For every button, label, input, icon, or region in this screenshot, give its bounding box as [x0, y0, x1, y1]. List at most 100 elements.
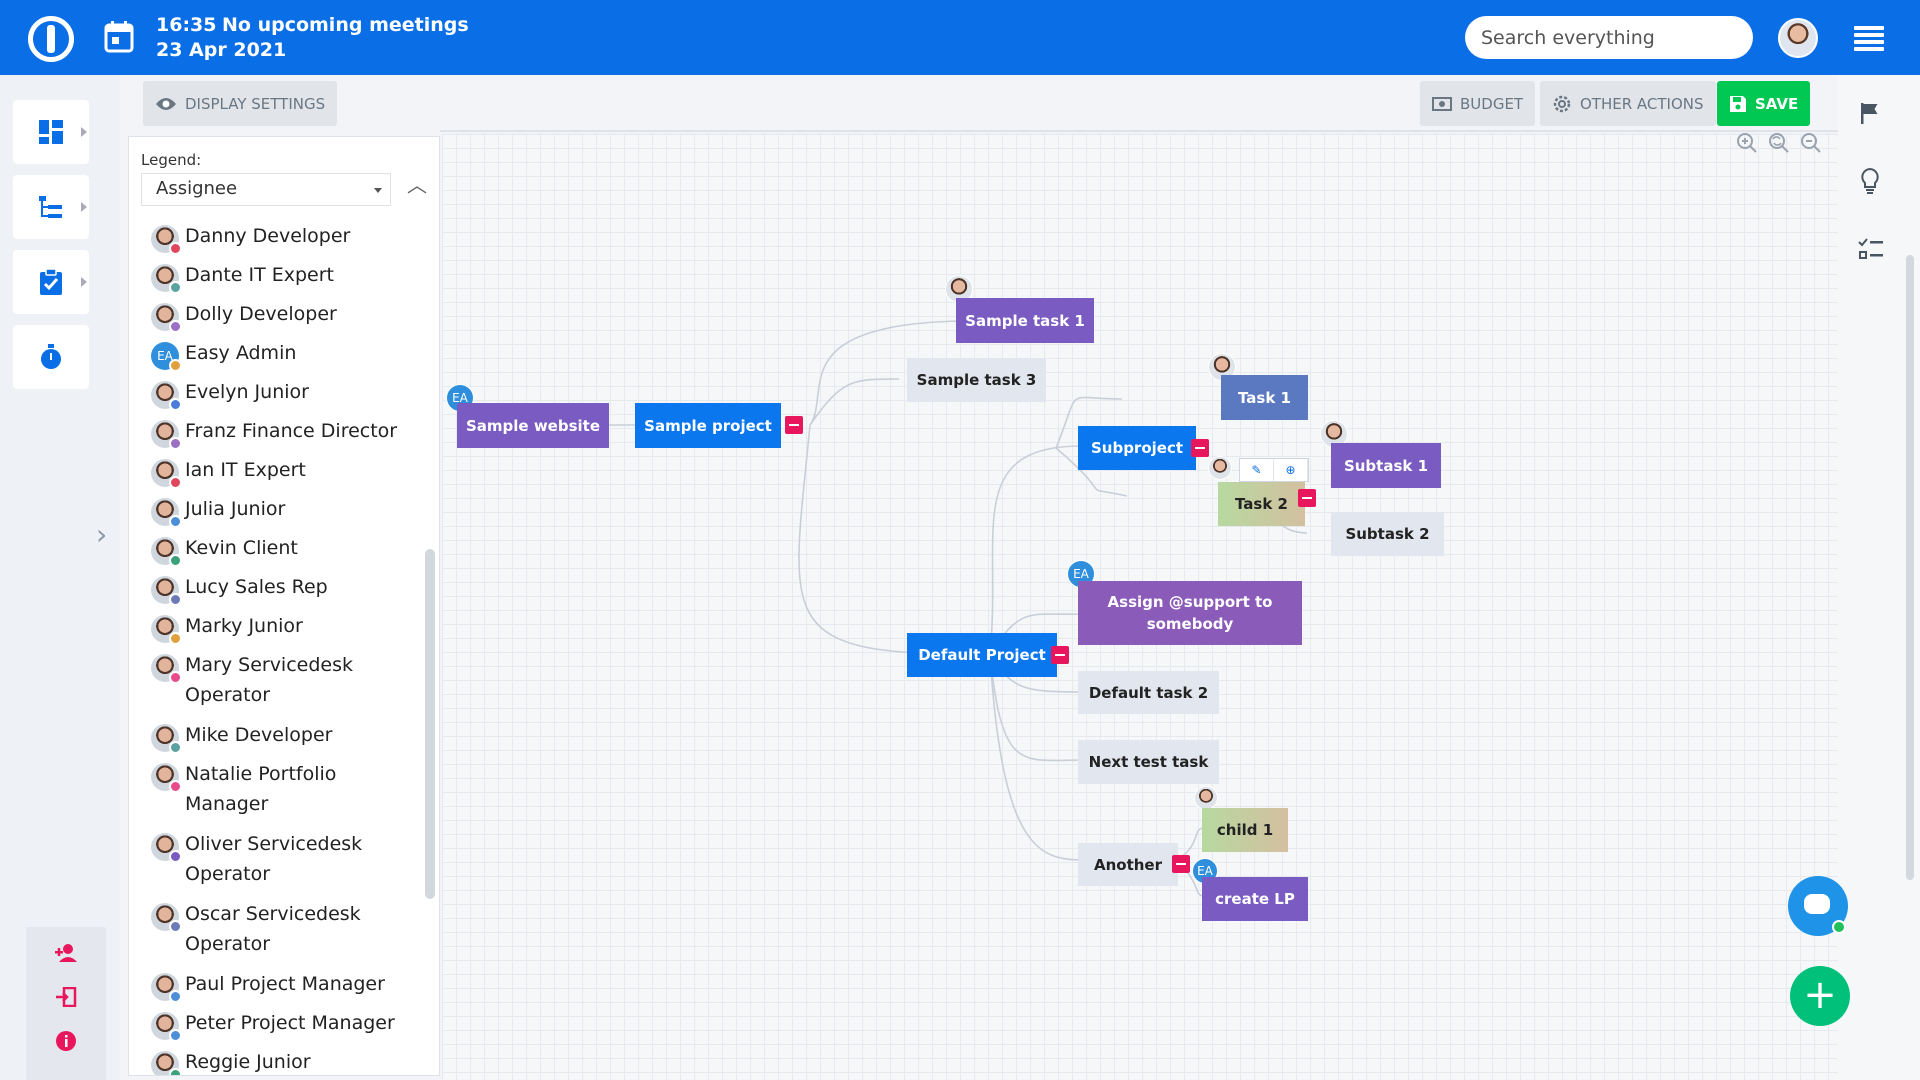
- sign-in-icon[interactable]: [54, 985, 78, 1009]
- node-task-1[interactable]: Task 1: [1221, 375, 1308, 420]
- assignee-avatar[interactable]: [1194, 786, 1218, 810]
- legend-item-name: Franz Finance Director: [185, 420, 398, 442]
- legend-avatar: [151, 381, 182, 411]
- search-input[interactable]: [1465, 16, 1753, 59]
- legend-avatar: [151, 459, 182, 489]
- node-default-task-2[interactable]: Default task 2: [1078, 671, 1219, 714]
- dashboard-icon: [39, 120, 63, 144]
- dashboard-nav-button[interactable]: [13, 100, 89, 164]
- legend-item-name: Paul Project Manager: [185, 973, 385, 995]
- edit-pencil-icon[interactable]: ✎: [1240, 459, 1274, 481]
- legend-avatar: [151, 615, 182, 645]
- timer-nav-button[interactable]: [13, 325, 89, 389]
- node-another[interactable]: Another: [1078, 843, 1178, 886]
- node-subtask-2[interactable]: Subtask 2: [1331, 512, 1444, 556]
- expand-sidebar-icon[interactable]: ›: [96, 518, 108, 551]
- collapse-another-toggle[interactable]: [1172, 855, 1190, 873]
- legend-color-dot: [169, 780, 182, 793]
- chevron-up-icon[interactable]: ︿: [407, 173, 427, 197]
- legend-item-name: Evelyn Junior: [185, 381, 309, 403]
- node-sample-website[interactable]: Sample website: [457, 403, 609, 448]
- legend-item: Dolly Developer: [151, 299, 421, 338]
- lightbulb-icon[interactable]: [1859, 167, 1881, 195]
- legend-item: Lucy Sales Rep: [151, 572, 421, 611]
- legend-item-name: Julia Junior: [185, 498, 286, 520]
- calendar-icon[interactable]: [104, 20, 134, 53]
- legend-select[interactable]: Assignee: [141, 173, 391, 206]
- legend-item: Ian IT Expert: [151, 455, 421, 494]
- legend-avatar: [151, 225, 182, 255]
- money-icon: [1432, 96, 1452, 111]
- sidebar-bottom-tools: [26, 927, 106, 1080]
- node-assign-support[interactable]: Assign @support to somebody: [1078, 581, 1302, 645]
- node-task-2[interactable]: Task 2: [1218, 482, 1305, 526]
- node-sample-project[interactable]: Sample project: [635, 403, 781, 448]
- legend-item-name: Kevin Client: [185, 537, 298, 559]
- info-icon[interactable]: [54, 1029, 78, 1053]
- node-create-lp[interactable]: create LP: [1202, 877, 1308, 921]
- budget-button[interactable]: BUDGET: [1420, 81, 1536, 126]
- legend-selected-value: Assignee: [156, 178, 238, 199]
- app-logo-icon[interactable]: [28, 16, 74, 62]
- legend-item-name: Marky Junior: [185, 615, 303, 637]
- zoom-in-icon[interactable]: [1736, 132, 1758, 154]
- legend-item-name: Easy Admin: [185, 342, 297, 364]
- user-avatar[interactable]: [1778, 18, 1818, 58]
- display-settings-label: DISPLAY SETTINGS: [185, 94, 326, 113]
- legend-item-name: Peter Project Manager: [185, 1012, 395, 1034]
- collapse-sample-project-toggle[interactable]: [785, 416, 803, 434]
- node-next-test-task[interactable]: Next test task: [1078, 740, 1219, 784]
- upcoming-meetings[interactable]: No upcoming meetings: [222, 14, 469, 36]
- legend-item: Oscar Servicedesk Operator: [151, 899, 421, 969]
- node-subproject[interactable]: Subproject: [1078, 426, 1196, 470]
- collapse-subproject-toggle[interactable]: [1191, 439, 1209, 457]
- online-status-icon: [1832, 920, 1846, 934]
- node-subtask-1[interactable]: Subtask 1: [1331, 443, 1441, 488]
- legend-item: Kevin Client: [151, 533, 421, 572]
- legend-avatar: [151, 537, 182, 567]
- legend-avatar: [151, 420, 182, 450]
- other-actions-button[interactable]: OTHER ACTIONS: [1540, 81, 1716, 126]
- display-settings-button[interactable]: DISPLAY SETTINGS: [143, 81, 338, 126]
- budget-label: BUDGET: [1460, 94, 1524, 113]
- legend-color-dot: [169, 1068, 182, 1075]
- tasks-nav-button[interactable]: [13, 250, 89, 314]
- chevron-down-icon: [374, 188, 382, 193]
- tree-nav-button[interactable]: [13, 175, 89, 239]
- assignee-avatar[interactable]: [1208, 456, 1232, 480]
- zoom-tools: [1736, 132, 1822, 154]
- checklist-icon[interactable]: [1858, 238, 1884, 260]
- collapse-task-2-toggle[interactable]: [1298, 489, 1316, 507]
- add-user-icon[interactable]: [54, 941, 78, 965]
- node-sample-task-1[interactable]: Sample task 1: [956, 298, 1094, 343]
- legend-avatar: [151, 498, 182, 528]
- node-default-project[interactable]: Default Project: [907, 633, 1057, 677]
- save-button[interactable]: SAVE: [1717, 81, 1811, 126]
- legend-scrollbar[interactable]: [425, 549, 435, 899]
- current-date: 23 Apr 2021: [156, 39, 287, 61]
- node-child-1[interactable]: child 1: [1202, 808, 1288, 852]
- legend-label: Legend:: [141, 151, 202, 169]
- collapse-default-project-toggle[interactable]: [1051, 646, 1069, 664]
- add-child-icon[interactable]: ⊕: [1274, 459, 1308, 481]
- floppy-disk-icon: [1730, 95, 1746, 112]
- legend-item: Mary Servicedesk Operator: [151, 650, 421, 720]
- legend-color-dot: [169, 359, 182, 372]
- page-scrollbar[interactable]: [1906, 255, 1914, 880]
- reset-zoom-icon[interactable]: [1768, 132, 1790, 154]
- legend-avatar: [151, 903, 182, 933]
- legend-item: Natalie Portfolio Manager: [151, 759, 421, 829]
- legend-item: Peter Project Manager: [151, 1008, 421, 1047]
- left-sidebar: ›: [0, 75, 120, 1080]
- zoom-out-icon[interactable]: [1800, 132, 1822, 154]
- chat-button[interactable]: [1788, 876, 1848, 936]
- hierarchy-icon: [39, 196, 62, 218]
- menu-icon[interactable]: [1854, 26, 1884, 51]
- add-new-button[interactable]: +: [1790, 966, 1850, 1026]
- stopwatch-icon: [41, 344, 61, 369]
- flag-icon[interactable]: [1858, 101, 1882, 125]
- node-sample-task-3[interactable]: Sample task 3: [907, 358, 1046, 402]
- mindmap-canvas[interactable]: EA Sample website Sample project Sample …: [442, 134, 1902, 1080]
